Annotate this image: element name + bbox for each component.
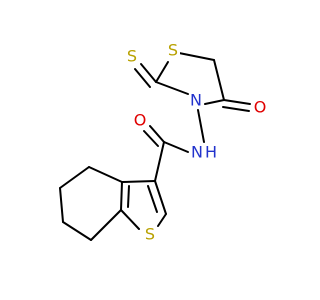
atom-label-background xyxy=(166,41,180,59)
atom-n-ring: N xyxy=(190,91,202,110)
bond-c2-s-thioxo-a xyxy=(140,63,157,83)
bond-c4-c5 xyxy=(59,166,90,189)
atom-o-amide: O xyxy=(134,111,147,130)
bond-c3a-c3 xyxy=(121,180,156,183)
bonds xyxy=(59,51,251,241)
bond-c3-c2t-inner xyxy=(147,185,158,213)
bond-c7-c7a xyxy=(90,209,122,241)
atom-label-background xyxy=(204,143,218,161)
atom-label-background xyxy=(125,47,139,65)
bond-camide-o-b xyxy=(143,130,159,147)
bond-c2t-s xyxy=(157,213,167,227)
bond-n3-nh xyxy=(197,109,205,143)
atom-s-thioxo: S xyxy=(127,47,137,66)
bond-c4-n3 xyxy=(204,99,225,105)
bond-ch2-c4 xyxy=(213,59,225,101)
bond-nh-camide xyxy=(163,141,189,153)
bond-c4-o-a xyxy=(223,99,251,105)
bond-c6-c7 xyxy=(62,221,92,241)
atom-nh-n: N xyxy=(191,143,203,162)
atom-label-background xyxy=(190,143,204,161)
atom-s-thiazolidine: S xyxy=(168,41,178,60)
bond-c7a-c3a xyxy=(120,181,123,211)
molecule-diagram: S S O N N H O S xyxy=(59,41,267,244)
bond-camide-c3 xyxy=(154,141,165,182)
atom-label-background xyxy=(189,91,203,109)
bond-c5-c6 xyxy=(59,187,64,223)
atom-label-background xyxy=(253,98,267,116)
bond-c4-o-b xyxy=(222,106,250,112)
atoms: S S O N N H O S xyxy=(125,41,267,244)
bond-c3a-c4 xyxy=(88,166,123,183)
bond-camide-o-a xyxy=(149,125,165,143)
bond-c2-s-thioxo-b xyxy=(134,68,151,88)
atom-s-thiophene: S xyxy=(145,225,155,244)
atom-label-background xyxy=(133,111,147,129)
atom-nh-h: H xyxy=(205,143,217,162)
bond-s-c7a xyxy=(120,209,140,230)
bond-s1-ch2 xyxy=(173,51,215,61)
bond-c3-c2t xyxy=(154,180,167,215)
bond-n3-c2 xyxy=(155,81,189,95)
molecule-structure: S S O N N H O S xyxy=(59,41,267,244)
atom-o-ring: O xyxy=(254,98,267,117)
atom-label-background xyxy=(143,225,157,243)
bond-c7a-c3a-inner xyxy=(127,185,130,208)
bond-s1-c2 xyxy=(155,61,169,83)
